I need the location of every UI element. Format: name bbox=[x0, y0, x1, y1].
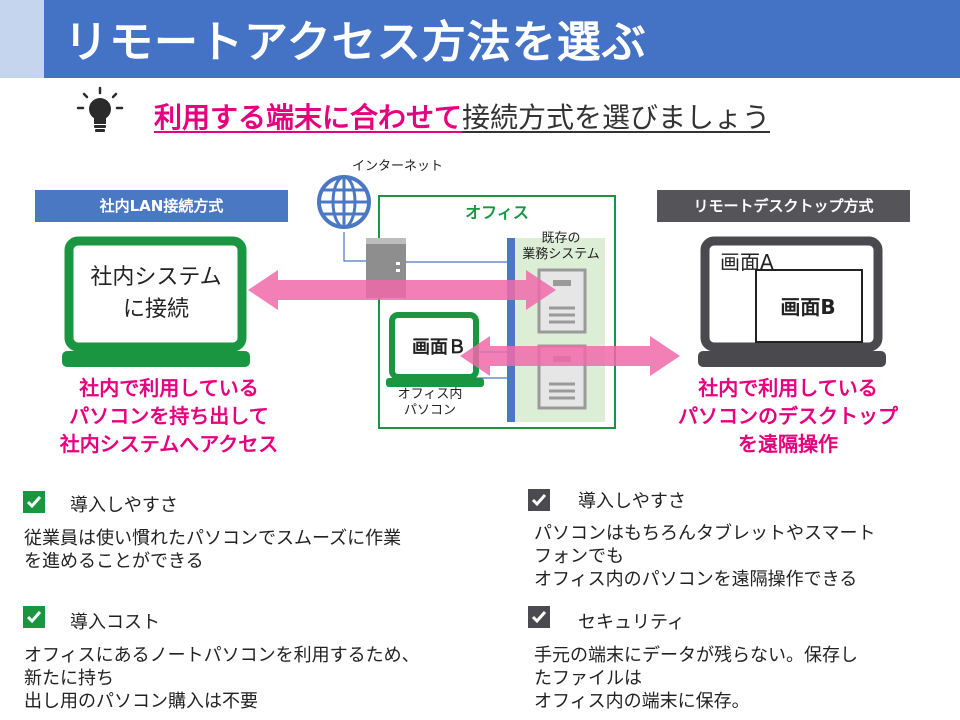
office-network-bus bbox=[507, 238, 515, 422]
office-pc-label-line1: オフィス内 bbox=[397, 387, 463, 402]
right-item-body-line1: パソコンはもちろんタブレットやスマート bbox=[534, 523, 876, 544]
lan-caption-line2: パソコンを持ち出して bbox=[69, 404, 269, 428]
remote-desktop-caption: 社内で利用している パソコンのデスクトップ を遠隔操作 bbox=[658, 374, 918, 458]
checkbox-icon bbox=[528, 489, 550, 511]
lan-caption: 社内で利用している パソコンを持ち出して 社内システムへアクセス bbox=[30, 374, 308, 458]
globe-icon bbox=[317, 175, 371, 229]
left-item-body-line1: 従業員は使い慣れたパソコンでスムーズに作業 bbox=[24, 528, 402, 549]
right-item-body-line3: オフィス内のパソコンを遠隔操作できる bbox=[534, 569, 858, 590]
left-item-body-line3: 出し用のパソコン購入は不要 bbox=[24, 691, 258, 712]
left-item-body: オフィスにあるノートパソコンを利用するため、 新たに持ち 出し用のパソコン購入は… bbox=[24, 644, 504, 713]
remote-laptop-icon bbox=[698, 236, 886, 367]
rd-caption-line2: パソコンのデスクトップ bbox=[678, 404, 898, 428]
left-item-body-line1: オフィスにあるノートパソコンを利用するため、 bbox=[24, 645, 420, 666]
left-item-title: 導入しやすさ bbox=[70, 495, 178, 516]
lan-method-header: 社内LAN接続方式 bbox=[35, 190, 288, 222]
legacy-system-label: 既存の 業務システム bbox=[513, 231, 609, 263]
lan-laptop-icon bbox=[62, 236, 250, 367]
subtitle-rest: 接続方式を選びましょう bbox=[462, 101, 771, 134]
remote-access-arrow bbox=[460, 336, 680, 376]
checkbox-icon bbox=[528, 606, 550, 628]
rd-caption-line3: を遠隔操作 bbox=[738, 432, 838, 456]
right-item-body-line2: フォンでも bbox=[534, 546, 624, 567]
title-accent bbox=[0, 0, 44, 78]
screen-b-label: 画面B bbox=[780, 295, 836, 319]
office-pc-label-line2: パソコン bbox=[403, 403, 456, 418]
left-item-title: 導入コスト bbox=[70, 612, 160, 633]
lan-caption-line3: 社内システムへアクセス bbox=[59, 432, 279, 456]
office-pc-label: オフィス内 パソコン bbox=[390, 387, 470, 419]
subtitle-highlight: 利用する端末に合わせて bbox=[154, 101, 463, 134]
right-item-body-line3: オフィス内の端末に保存。 bbox=[534, 691, 750, 712]
office-box bbox=[378, 195, 616, 429]
legacy-system-label-line2: 業務システム bbox=[522, 247, 600, 262]
left-item-body: 従業員は使い慣れたパソコンでスムーズに作業 を進めることができる bbox=[24, 527, 494, 573]
right-item-title: セキュリティ bbox=[578, 612, 685, 633]
right-item-body: 手元の端末にデータが残らない。保存し たファイルは オフィス内の端末に保存。 bbox=[534, 644, 934, 713]
lightbulb-icon bbox=[76, 86, 124, 132]
screen-a-label: 画面A bbox=[720, 250, 774, 274]
lan-access-arrow bbox=[248, 270, 556, 310]
right-item-body: パソコンはもちろんタブレットやスマート フォンでも オフィス内のパソコンを遠隔操… bbox=[534, 522, 944, 591]
checkbox-icon bbox=[23, 606, 45, 628]
left-item-body-line2: 新たに持ち bbox=[24, 668, 114, 689]
lan-caption-line1: 社内で利用している bbox=[79, 376, 259, 400]
legacy-system-label-line1: 既存の bbox=[541, 231, 581, 246]
right-item-title: 導入しやすさ bbox=[578, 491, 686, 512]
right-item-body-line1: 手元の端末にデータが残らない。保存し bbox=[534, 645, 858, 666]
internet-label: インターネット bbox=[352, 159, 444, 174]
lan-laptop-line1: 社内システム bbox=[90, 265, 222, 290]
office-screen-b-label: 画面Ｂ bbox=[412, 337, 466, 358]
title-bar bbox=[0, 0, 960, 78]
remote-desktop-method-header: リモートデスクトップ方式 bbox=[657, 190, 910, 222]
rd-caption-line1: 社内で利用している bbox=[698, 376, 878, 400]
subtitle: 利用する端末に合わせて接続方式を選びましょう bbox=[154, 96, 770, 136]
checkbox-icon bbox=[23, 491, 45, 513]
left-item-body-line2: を進めることができる bbox=[24, 551, 204, 572]
lan-laptop-line2: に接続 bbox=[122, 297, 189, 322]
right-item-body-line2: たファイルは bbox=[534, 668, 642, 689]
slide-title: リモートアクセス方法を選ぶ bbox=[64, 17, 647, 68]
lan-laptop-text: 社内システム に接続 bbox=[78, 262, 234, 326]
office-label: オフィス bbox=[465, 203, 529, 222]
